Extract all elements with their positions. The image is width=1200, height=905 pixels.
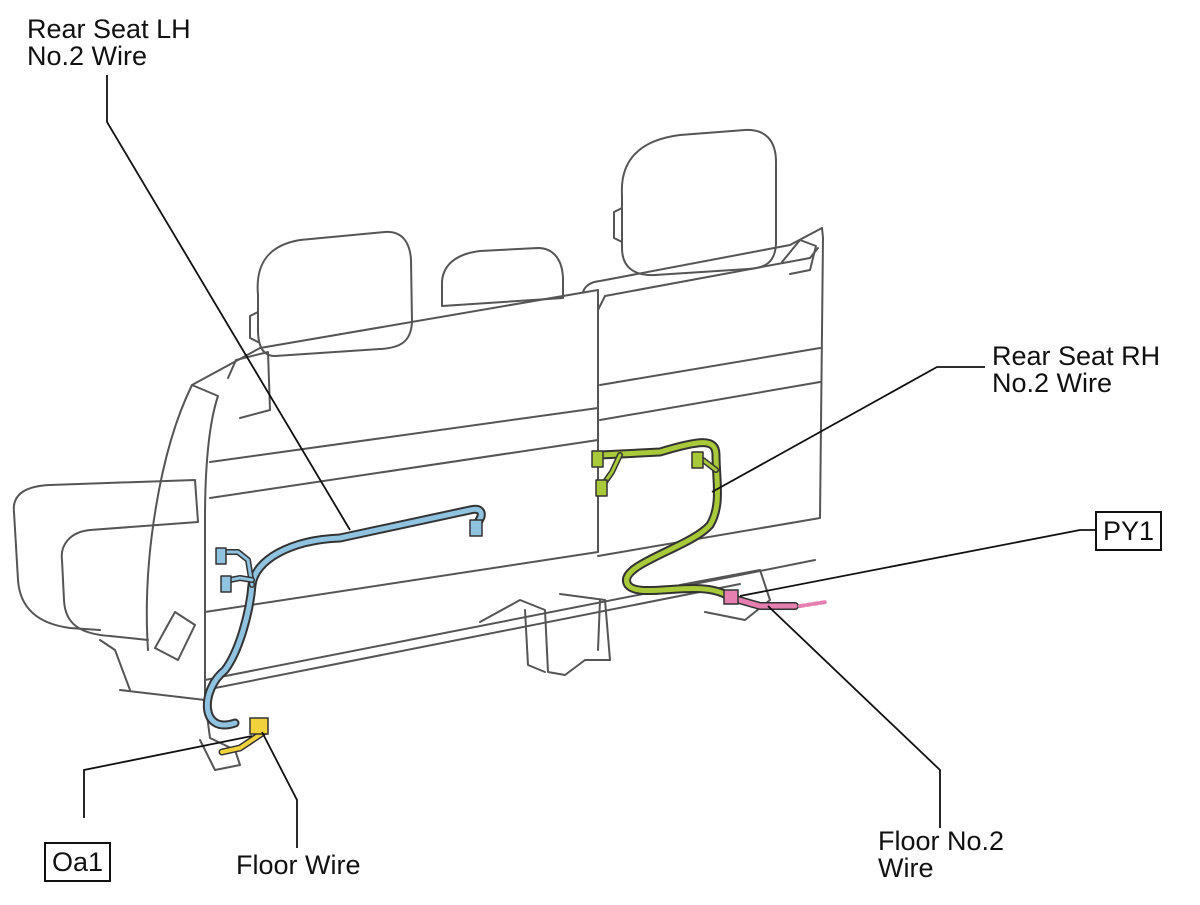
label-rear-seat-lh: Rear Seat LH No.2 Wire [27, 16, 191, 70]
leader-lines [83, 75, 1095, 848]
connector-oa1: Oa1 [44, 842, 112, 882]
rear-seat-lh-harness [202, 504, 486, 730]
right-bracket [679, 569, 771, 621]
leader-py1 [739, 529, 1095, 597]
right-backrest [582, 227, 824, 557]
left-headrest [256, 230, 413, 357]
leader-rear-seat-lh [106, 75, 351, 531]
floor-no2-wire-harness [723, 589, 828, 610]
left-bolster [145, 384, 219, 701]
label-floor-no2: Floor No.2 Wire [878, 828, 1004, 882]
leader-floor-no2 [767, 605, 941, 828]
left-backrest [191, 289, 599, 613]
label-rear-seat-rh: Rear Seat RH No.2 Wire [992, 343, 1160, 397]
middle-headrest [440, 247, 564, 307]
label-rear-seat-lh-line1: Rear Seat LH [27, 14, 191, 44]
seat-cushion [12, 479, 199, 641]
leader-rear-seat-rh [711, 366, 985, 493]
center-bracket [479, 593, 611, 676]
label-floor-wire: Floor Wire [236, 850, 361, 880]
right-headrest [620, 128, 777, 277]
leader-floor-wire [261, 731, 298, 848]
connector-py1: PY1 [1095, 511, 1163, 551]
floor-wire-harness [218, 717, 269, 756]
seat-outline [12, 128, 824, 771]
label-floor-no2-line2: Wire [878, 853, 934, 883]
rear-seat-rh-harness [591, 438, 733, 601]
label-floor-no2-line1: Floor No.2 [878, 826, 1005, 856]
label-rear-seat-lh-line2: No.2 Wire [27, 41, 148, 71]
label-rear-seat-rh-line2: No.2 Wire [992, 368, 1113, 398]
label-rear-seat-rh-line1: Rear Seat RH [992, 341, 1161, 371]
leader-oa1 [83, 735, 253, 818]
